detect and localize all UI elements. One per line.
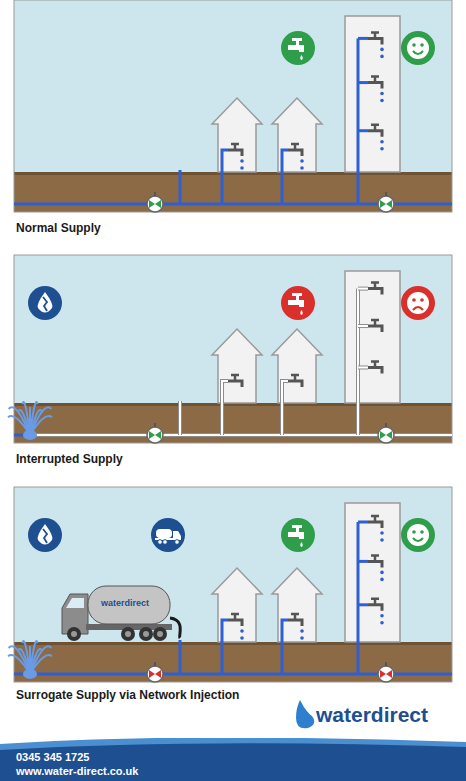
standpipe: [178, 401, 182, 435]
service-pipe: [358, 288, 368, 290]
riser-pipe: [357, 522, 360, 674]
service-pipe: [358, 129, 368, 132]
contact-band: 0345 345 1725www.water-direct.co.uk: [0, 738, 466, 781]
tap: [368, 125, 384, 151]
tap: [288, 375, 302, 387]
service-pipe: [222, 381, 228, 435]
truck-logo-text: waterdirect: [101, 598, 149, 608]
house: [272, 568, 322, 642]
burst-water: [8, 641, 52, 679]
service-pipe: [282, 381, 288, 435]
house: [272, 329, 322, 403]
house: [212, 98, 262, 172]
phone-number: 0345 345 1725: [16, 750, 138, 764]
service-pipe: [222, 381, 228, 435]
house: [212, 329, 262, 403]
standpipe: [179, 170, 182, 204]
tap: [288, 614, 304, 640]
tower-block: [345, 16, 400, 172]
tower-block: [345, 503, 400, 642]
riser-pipe: [357, 289, 359, 435]
status-icon: [28, 286, 62, 320]
service-pipe: [358, 366, 368, 368]
brand-logo: waterdirect: [316, 703, 428, 727]
house: [272, 98, 322, 172]
tap: [368, 516, 384, 542]
tap: [228, 375, 242, 387]
service-pipe: [282, 150, 288, 204]
service-pipe: [358, 325, 368, 327]
tanker-truck: [62, 586, 180, 641]
status-icon: [28, 518, 62, 552]
service-pipe: [222, 150, 228, 204]
burst-water: [8, 402, 52, 440]
riser-pipe: [357, 38, 360, 204]
house: [212, 568, 262, 642]
service-pipe: [222, 620, 228, 674]
valve: [147, 192, 163, 212]
riser-pipe: [356, 289, 360, 435]
tap: [368, 599, 384, 625]
tap: [368, 320, 382, 332]
panel-title: Surrogate Supply via Network Injection: [16, 689, 239, 703]
status-icon: [281, 31, 315, 65]
panel-title: Interrupted Supply: [16, 453, 123, 467]
scene-panel: [8, 255, 452, 443]
service-pipe: [358, 287, 368, 291]
status-icon: [281, 518, 315, 552]
tap: [368, 555, 384, 581]
valve: [378, 192, 394, 212]
status-icon: [151, 518, 185, 552]
service-pipe: [358, 37, 368, 40]
service-pipe: [358, 324, 368, 328]
service-pipe: [358, 81, 368, 84]
valve: [378, 662, 394, 682]
tap: [288, 144, 304, 170]
status-icon: [401, 31, 435, 65]
valve: [147, 423, 163, 443]
scene-panel: [14, 0, 452, 212]
standpipe: [179, 640, 182, 674]
status-icon: [281, 286, 315, 320]
service-pipe: [358, 603, 368, 606]
tap: [368, 283, 382, 295]
service-pipe: [282, 620, 288, 674]
tap: [228, 614, 244, 640]
website: www.water-direct.co.uk: [16, 764, 138, 778]
valve: [147, 662, 163, 682]
tap: [368, 361, 382, 373]
service-pipe: [358, 365, 368, 369]
valve: [378, 423, 394, 443]
service-pipe: [282, 381, 288, 435]
tap: [368, 77, 384, 103]
service-pipe: [358, 521, 368, 524]
panel-title: Normal Supply: [16, 222, 101, 236]
status-icon: [401, 286, 435, 320]
scene-panel: [8, 487, 452, 682]
status-icon: [401, 518, 435, 552]
logo-drop: [296, 700, 314, 728]
tap: [228, 144, 244, 170]
tower-block: [345, 271, 400, 403]
standpipe: [179, 401, 181, 435]
service-pipe: [358, 560, 368, 563]
tap: [368, 32, 384, 58]
